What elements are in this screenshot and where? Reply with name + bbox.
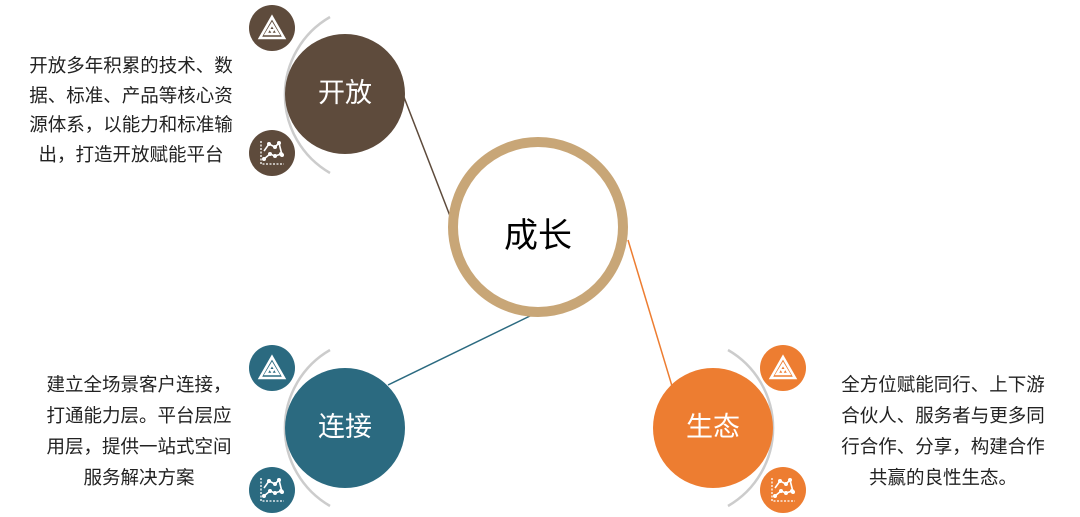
arc-open (283, 15, 331, 175)
node-ecology-circle (653, 368, 773, 488)
description-line: 开放多年积累的技术、数 (29, 56, 233, 77)
node-ecology-label: 生态 (686, 412, 740, 443)
arc-connect (283, 348, 331, 508)
node-open-label: 开放 (318, 78, 372, 109)
description-line: 合伙人、服务者与更多同 (841, 406, 1045, 427)
description-line: 出，打造开放赋能平台 (38, 144, 224, 166)
ecology-description: 全方位赋能同行、上下游 合伙人、服务者与更多同 行合作、分享，构建合作 共赢的良… (818, 370, 1068, 494)
node-open-circle (285, 34, 405, 154)
center-label: 成长 (504, 216, 572, 256)
open-triangle-icon (249, 5, 295, 51)
connector-ecology (627, 239, 673, 387)
description-line: 源体系，以能力和标准输 (29, 115, 233, 136)
connect-line-chart-icon (249, 467, 295, 513)
connector-connect (387, 315, 531, 386)
open-description: 开放多年积累的技术、数 据、标准、产品等核心资 源体系，以能力和标准输 出，打造… (6, 52, 256, 170)
ecology-line-chart-icon (760, 467, 806, 513)
center-circle (448, 137, 628, 317)
description-line: 用层，提供一站式空间 (46, 437, 232, 458)
description-line: 打通能力层。平台层应 (46, 406, 232, 427)
node-connect-circle (285, 368, 405, 488)
description-line: 全方位赋能同行、上下游 (841, 375, 1045, 396)
connector-open (401, 91, 451, 217)
description-line: 行合作、分享，构建合作 (841, 437, 1045, 458)
node-connect-label: 连接 (318, 412, 372, 443)
description-line: 共赢的良性生态。 (868, 468, 1017, 489)
description-line: 服务解决方案 (83, 468, 195, 489)
connect-description: 建立全场景客户连接， 打通能力层。平台层应 用层，提供一站式空间 服务解决方案 (14, 370, 264, 494)
connect-triangle-icon (249, 345, 295, 391)
description-line: 据、标准、产品等核心资 (29, 85, 233, 107)
description-line: 建立全场景客户连接， (46, 375, 232, 396)
open-line-chart-icon (249, 130, 295, 176)
ecology-triangle-icon (760, 345, 806, 391)
arc-ecology (727, 348, 775, 508)
